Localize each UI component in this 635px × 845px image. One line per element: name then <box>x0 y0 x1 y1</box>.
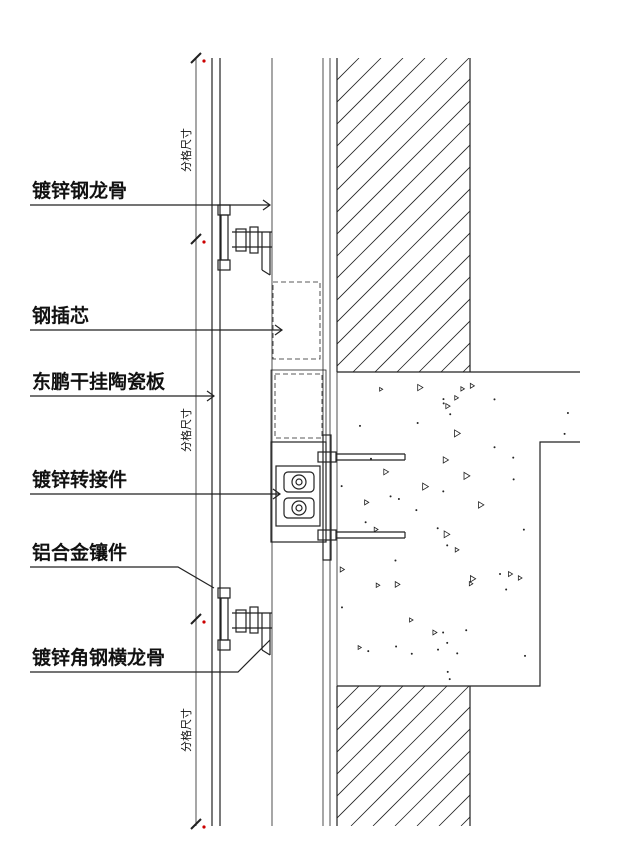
ceramic-panel-section <box>270 369 327 443</box>
label-steel-insert-core: 钢插芯 <box>32 304 89 327</box>
label-dongpeng-ceramic-panel: 东鹏干挂陶瓷板 <box>32 370 166 393</box>
masonry-wall-bottom <box>336 686 471 826</box>
upper-bracket-assembly <box>217 204 272 276</box>
anchor-bolts <box>317 451 406 541</box>
dimension-text-top: 分格尺寸 <box>179 128 193 172</box>
concrete-beam <box>336 371 580 687</box>
label-aluminum-alloy-insert: 铝合金镶件 <box>32 541 127 564</box>
leader-lines <box>30 199 284 673</box>
dimension-text-bottom: 分格尺寸 <box>179 708 193 752</box>
masonry-wall-top <box>336 58 471 372</box>
facade-vertical-lines <box>195 58 331 826</box>
label-galvanized-steel-keel: 镀锌钢龙骨 <box>32 179 127 202</box>
steel-insert-core <box>272 281 321 360</box>
label-galvanized-adapter: 镀锌转接件 <box>32 468 127 491</box>
dimension-text-middle: 分格尺寸 <box>179 408 193 452</box>
dimension-ticks <box>190 52 206 830</box>
adapter-connector <box>270 434 332 561</box>
label-galvanized-angle-crossbeam: 镀锌角钢横龙骨 <box>32 646 165 669</box>
lower-bracket-assembly <box>217 587 272 656</box>
